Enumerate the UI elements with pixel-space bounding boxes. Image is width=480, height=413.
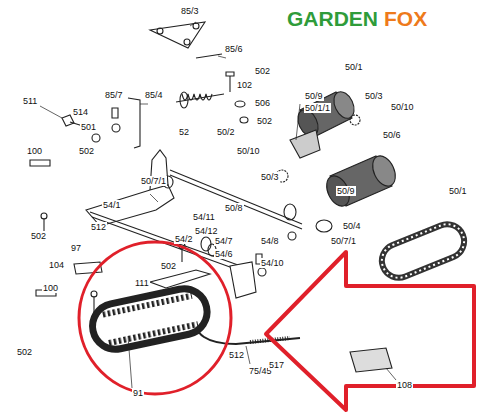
logo-text: FOX bbox=[383, 8, 428, 30]
callout-number: 512 bbox=[90, 222, 107, 232]
callout-number: 50/9 bbox=[304, 91, 324, 101]
callout-number: 54/1 bbox=[102, 200, 122, 210]
callout-number: 50/1 bbox=[448, 186, 468, 196]
callout-number: 50/3 bbox=[260, 172, 280, 182]
callout-number: 502 bbox=[160, 261, 177, 271]
leader-lines bbox=[40, 22, 396, 388]
callout-number: 50/6 bbox=[382, 130, 402, 140]
callout-number: 50/10 bbox=[236, 146, 261, 156]
callout-number: 50/9 bbox=[336, 186, 356, 196]
callout-number: 85/6 bbox=[224, 44, 244, 54]
callout-number: 52 bbox=[178, 127, 190, 137]
callout-number: 512 bbox=[228, 350, 245, 360]
callout-number: 54/10 bbox=[260, 258, 285, 268]
callout-number: 54/12 bbox=[194, 226, 219, 236]
callout-number: 85/3 bbox=[180, 6, 200, 16]
mechanism bbox=[30, 22, 469, 372]
callout-number: 104 bbox=[48, 260, 65, 270]
callout-number: 91 bbox=[132, 388, 144, 398]
roller bbox=[294, 89, 358, 140]
highlight-arrow bbox=[266, 252, 474, 410]
callout-number: 85/4 bbox=[144, 90, 164, 100]
callout-number: 54/11 bbox=[192, 212, 216, 222]
callout-number: 50/2 bbox=[216, 127, 236, 137]
callout-number: 85/7 bbox=[104, 90, 124, 100]
roller bbox=[322, 152, 400, 209]
callout-number: 511 bbox=[22, 96, 38, 106]
callout-number: 50/8 bbox=[224, 203, 244, 213]
callout-number: 502 bbox=[256, 116, 273, 126]
callout-number: 502 bbox=[78, 146, 95, 156]
callout-number: 506 bbox=[254, 98, 271, 108]
callout-number: 50/4 bbox=[342, 221, 362, 231]
spring bbox=[176, 92, 224, 108]
callout-number: 54/6 bbox=[214, 249, 234, 259]
callout-number: 517 bbox=[268, 360, 285, 370]
callout-number: 50/10 bbox=[390, 102, 415, 112]
callout-number: 502 bbox=[254, 66, 271, 76]
callout-number: 54/2 bbox=[174, 234, 194, 244]
callout-number: 54/8 bbox=[260, 236, 280, 246]
callout-number: 50/1/1 bbox=[304, 103, 331, 113]
callout-number: 514 bbox=[72, 107, 89, 117]
callout-number: 50/1 bbox=[344, 62, 364, 72]
callout-number: 50/7/1 bbox=[140, 176, 167, 186]
callout-number: 502 bbox=[16, 347, 33, 357]
callout-number: 50/7/1 bbox=[330, 236, 357, 246]
callout-number: 502 bbox=[30, 231, 47, 241]
callout-number: 54/7 bbox=[214, 236, 234, 246]
callout-number: 100 bbox=[26, 146, 43, 156]
callout-number: 102 bbox=[236, 80, 253, 90]
callout-number: 501 bbox=[80, 122, 97, 132]
callout-number: 111 bbox=[134, 278, 150, 288]
callout-number: 50/3 bbox=[364, 91, 384, 101]
callout-number: 100 bbox=[42, 283, 59, 293]
callout-number: 97 bbox=[70, 243, 82, 253]
belt bbox=[377, 219, 469, 283]
callout-number: 108 bbox=[396, 380, 413, 390]
belt bbox=[88, 284, 211, 353]
highlight-circle bbox=[79, 242, 231, 394]
logo-text: GARDEN bbox=[286, 8, 379, 30]
